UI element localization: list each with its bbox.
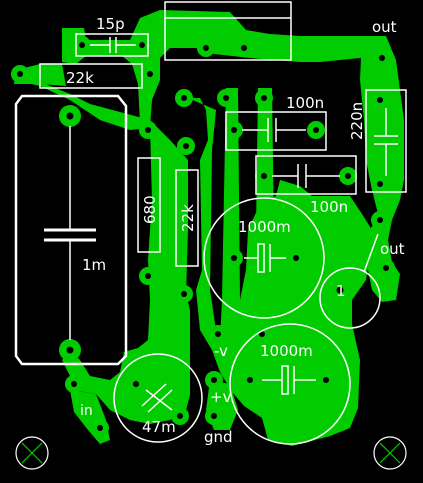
- pad: [371, 211, 389, 229]
- pour-right: [360, 36, 404, 302]
- pad: [287, 249, 305, 267]
- label-220n: 220n: [348, 102, 366, 140]
- cap-47m-outline: [113, 353, 203, 443]
- cap-1000m-b-outline: [229, 323, 351, 445]
- trace-top-right: [300, 36, 380, 62]
- pad: [59, 105, 81, 127]
- label-22k-top: 22k: [66, 69, 94, 87]
- pad: [371, 91, 389, 109]
- pad: [377, 259, 395, 277]
- label-680: 680: [141, 195, 159, 224]
- label-22k-mid: 22k: [179, 204, 197, 232]
- connector-outline: [164, 1, 292, 61]
- pad: [217, 89, 235, 107]
- cap-15p-outline: [75, 33, 149, 57]
- label-in: in: [80, 403, 93, 419]
- label-gnd: gnd: [204, 428, 233, 446]
- pad: [73, 36, 91, 54]
- pad: [209, 325, 227, 343]
- label-out-right: out: [380, 240, 405, 258]
- pad: [329, 279, 351, 301]
- pad: [175, 285, 193, 303]
- rail-mid-2: [254, 88, 274, 336]
- pad: [11, 65, 29, 83]
- label-47m: 47m: [142, 418, 176, 436]
- pad: [127, 375, 145, 393]
- cap-220n-outline: [365, 89, 407, 193]
- pad: [225, 121, 243, 139]
- pad: [205, 407, 223, 425]
- pad: [205, 371, 223, 389]
- res-680-outline: [137, 157, 161, 253]
- pad: [141, 65, 159, 83]
- label-1000m-b: 1000m: [260, 342, 313, 360]
- pad: [255, 89, 273, 107]
- pad: [241, 371, 259, 389]
- mount-hole-right: [373, 436, 407, 470]
- pad: [133, 36, 151, 54]
- label-1m: 1m: [82, 256, 106, 274]
- cap-1m-outline: [14, 94, 128, 366]
- cap-1000m-a-outline: [203, 197, 325, 319]
- pad: [371, 175, 389, 193]
- pad: [373, 49, 391, 67]
- pad: [235, 39, 253, 57]
- cap-100n-b-outline: [255, 155, 357, 195]
- pour-left-strip: [14, 80, 190, 424]
- silkscreen: [14, 1, 407, 470]
- res-22k-mid-outline: [175, 169, 199, 267]
- ground-pour: [188, 98, 372, 446]
- label-ic-pin1: 1: [336, 282, 346, 300]
- labels: 15p 22k 1m 680 22k 100n 100n 220n 1000m …: [66, 15, 405, 446]
- pad: [225, 249, 243, 267]
- label-100n-b: 100n: [310, 198, 348, 216]
- res-22k-top-outline: [39, 63, 143, 89]
- pad: [307, 121, 325, 139]
- pad: [317, 371, 335, 389]
- mount-hole-left: [15, 436, 49, 470]
- pad: [91, 419, 109, 437]
- pad: [197, 39, 215, 57]
- ic-pin1-outline: [319, 267, 381, 329]
- pad: [339, 167, 357, 185]
- cap-100n-a-outline: [225, 111, 327, 151]
- pad: [139, 267, 157, 285]
- pad: [171, 407, 189, 425]
- rail-mid-1: [220, 88, 240, 346]
- pad: [177, 137, 195, 155]
- pad: [65, 375, 83, 393]
- label-plus-v: +v: [210, 388, 232, 406]
- pad: [175, 89, 193, 107]
- pad: [253, 325, 271, 343]
- pad: [59, 339, 81, 361]
- pad: [255, 167, 273, 185]
- label-minus-v: -v: [214, 342, 228, 360]
- label-out-top: out: [372, 18, 397, 36]
- label-100n-a: 100n: [286, 94, 324, 112]
- pour-top: [62, 10, 320, 128]
- pad: [139, 121, 157, 139]
- label-15p: 15p: [96, 15, 125, 33]
- pads: [11, 36, 395, 437]
- label-1000m-a: 1000m: [238, 218, 291, 236]
